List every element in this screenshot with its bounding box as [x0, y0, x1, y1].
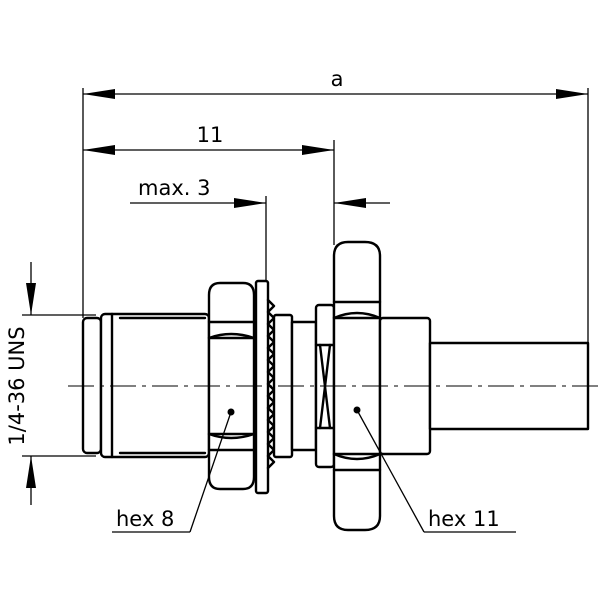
washer-outline	[254, 279, 270, 495]
hex-8-chamfer-top	[207, 332, 256, 340]
dimension-label-max3: max. 3	[138, 176, 210, 200]
dimension-a: a	[82, 67, 589, 348]
washer-teeth	[266, 298, 276, 470]
leader-line	[356, 409, 425, 533]
arrowhead-right	[556, 89, 588, 99]
dimension-label-11: 11	[197, 123, 224, 147]
dimension-max3: max. 3	[130, 176, 390, 290]
lock-washer	[254, 279, 276, 495]
callout-hex-8: hex 8	[112, 408, 235, 533]
arrowhead-left-pointing	[334, 198, 366, 208]
arrowhead-left	[83, 145, 115, 155]
hex-11-chamfer-top	[332, 311, 382, 320]
dimension-label-a: a	[331, 67, 344, 91]
arrowhead-right-pointing	[234, 198, 266, 208]
hex-11-flange	[332, 240, 382, 532]
arrowhead-right	[302, 145, 334, 155]
callout-label-hex-8: hex 8	[116, 507, 174, 531]
callout-hex-11: hex 11	[353, 406, 516, 533]
arrowhead-down	[26, 283, 36, 315]
dimension-11: 11	[83, 123, 335, 245]
hex-11-chamfer-bottom	[332, 452, 382, 461]
leader-line	[189, 411, 232, 533]
hex-8-nut	[207, 281, 256, 491]
arrowhead-left	[83, 89, 115, 99]
dimension-thread: 1/4-36 UNS	[5, 262, 96, 505]
hex-8-chamfer-bottom	[207, 432, 256, 440]
callout-label-hex-11: hex 11	[428, 507, 500, 531]
dimension-label-thread: 1/4-36 UNS	[5, 326, 29, 445]
arrowhead-up	[26, 456, 36, 488]
